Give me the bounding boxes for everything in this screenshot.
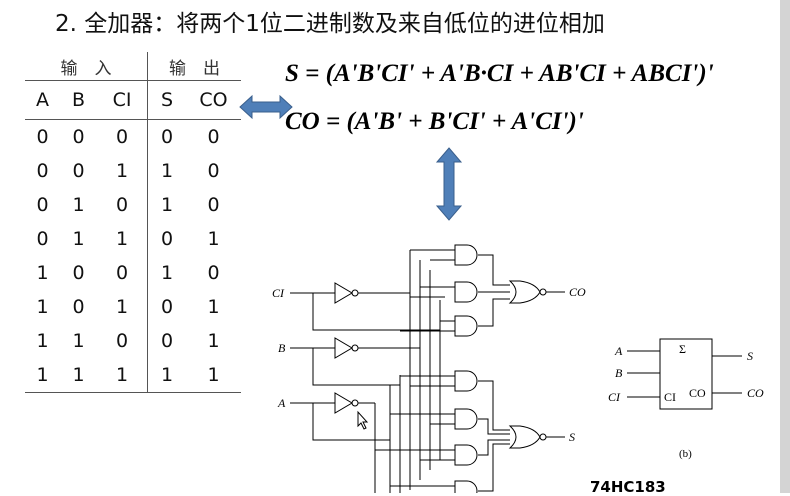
full-adder-symbol — [659, 338, 713, 410]
symbol-pin-co: CO — [689, 386, 706, 400]
gate-circuit — [290, 244, 742, 493]
double-arrow-horizontal — [239, 94, 293, 120]
table-cell: 1 — [72, 330, 85, 352]
mouse-cursor-icon — [357, 410, 369, 430]
table-cell: 1 — [97, 358, 148, 393]
symbol-caption: (b) — [679, 448, 692, 460]
formula-s: S = (A'B'CI' + A'B·CI + AB'CI + ABCI')' — [285, 60, 714, 87]
symbol-output-co: CO — [747, 386, 764, 400]
symbol-input-b: B — [615, 366, 623, 380]
and-gates — [375, 244, 478, 493]
inverter-b — [334, 337, 353, 359]
symbol-output-s: S — [747, 349, 753, 363]
chip-label: 74HC183 — [590, 478, 666, 496]
col-s: S — [147, 80, 186, 120]
table-cell: 1 — [97, 222, 148, 256]
table-cell: 0 — [36, 160, 49, 182]
table-cell: 1 — [36, 262, 49, 284]
table-cell: 1 — [147, 358, 186, 393]
table-cell: 1 — [207, 228, 220, 250]
table-cell: 0 — [160, 126, 174, 148]
table-cell: 0 — [36, 194, 49, 216]
or-gate-co — [508, 280, 541, 304]
col-b: B — [60, 80, 97, 120]
table-cell: 1 — [160, 194, 174, 216]
table-cell: 1 — [207, 330, 220, 352]
inverter-a — [334, 392, 353, 414]
table-cell: 1 — [60, 358, 97, 393]
table-cell: 1 — [207, 296, 220, 318]
table-cell: 1 — [72, 228, 85, 250]
or-gate-s — [508, 425, 541, 449]
table-cell: 0 — [207, 126, 220, 148]
col-ci: CI — [97, 80, 148, 120]
table-cell: 1 — [36, 330, 49, 352]
table-cell: 1 — [160, 160, 174, 182]
table-cell: 0 — [97, 119, 148, 154]
output-s-label: S — [569, 430, 575, 444]
table-cell: 1 — [72, 194, 85, 216]
table-cell: 1 — [160, 262, 174, 284]
table-cell: 1 — [36, 296, 49, 318]
symbol-input-a: A — [614, 344, 623, 358]
table-cell: 0 — [72, 262, 85, 284]
table-cell: 0 — [97, 188, 148, 222]
col-a: A — [25, 80, 60, 120]
symbol-sigma: Σ — [679, 342, 686, 356]
table-cell: 0 — [72, 296, 85, 318]
table-cell: 1 — [25, 358, 60, 393]
table-cell: 0 — [207, 194, 220, 216]
slide-title: 2. 全加器：将两个1位二进制数及来自低位的进位相加 — [55, 11, 605, 37]
col-co: CO — [186, 80, 241, 120]
double-arrow-vertical — [435, 147, 463, 221]
header-inputs: 输 入 — [25, 52, 148, 81]
table-cell: 0 — [160, 330, 174, 352]
input-a-label: A — [277, 396, 286, 410]
table-cell: 0 — [207, 262, 220, 284]
table-cell: 0 — [72, 160, 85, 182]
table-cell: 0 — [72, 126, 85, 148]
table-cell: 0 — [160, 296, 174, 318]
formula-co: CO = (A'B' + B'CI' + A'CI')' — [285, 108, 584, 135]
output-co-label: CO — [569, 285, 586, 299]
table-cell: 1 — [97, 154, 148, 188]
inverter-ci — [334, 282, 353, 304]
table-cell: 0 — [160, 228, 174, 250]
scrollbar[interactable] — [780, 0, 790, 493]
table-cell: 0 — [36, 126, 49, 148]
input-ci-label: CI — [272, 286, 285, 300]
table-cell: 0 — [97, 324, 148, 358]
table-cell: 0 — [97, 256, 148, 290]
header-outputs: 输 出 — [147, 52, 241, 81]
table-cell: 1 — [186, 358, 241, 393]
table-cell: 1 — [97, 290, 148, 324]
symbol-input-ci: CI — [608, 390, 621, 404]
symbol-pin-ci: CI — [664, 390, 676, 404]
table-cell: 0 — [36, 228, 49, 250]
input-b-label: B — [278, 341, 286, 355]
table-cell: 0 — [207, 160, 220, 182]
